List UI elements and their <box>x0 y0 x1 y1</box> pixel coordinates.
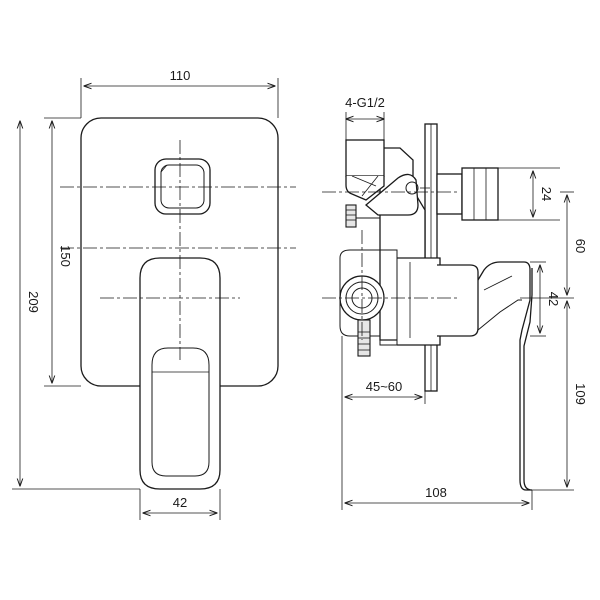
dim-front-width: 110 <box>170 68 191 83</box>
lever-side <box>477 261 533 491</box>
dim-overall-height: 209 <box>26 291 41 313</box>
front-dimensions: 110 150 209 42 <box>12 68 279 520</box>
lever-handle <box>139 257 221 490</box>
connector-fitting <box>364 173 430 216</box>
dim-handle-width: 42 <box>173 495 187 510</box>
stem-small <box>345 204 380 228</box>
stem-lower <box>357 319 371 357</box>
dim-inlet-offset: 60 <box>573 239 588 253</box>
diverter-side <box>436 167 499 221</box>
dim-front-height: 150 <box>58 245 73 267</box>
dim-depth-range: 45~60 <box>366 379 403 394</box>
lower-body <box>339 249 398 346</box>
side-dimensions: 4-G1/2 45~60 108 24 60 42 109 <box>341 95 588 510</box>
side-view <box>322 123 533 491</box>
dim-thread: 4-G1/2 <box>345 95 385 110</box>
inlet-pipe <box>345 139 385 201</box>
dim-inlet-size: 24 <box>539 187 554 201</box>
front-view <box>60 117 296 490</box>
dim-overall-depth: 108 <box>425 485 447 500</box>
dim-handle-drop: 109 <box>573 383 588 405</box>
dim-body-size: 42 <box>546 292 561 306</box>
diverter-button <box>154 158 211 215</box>
